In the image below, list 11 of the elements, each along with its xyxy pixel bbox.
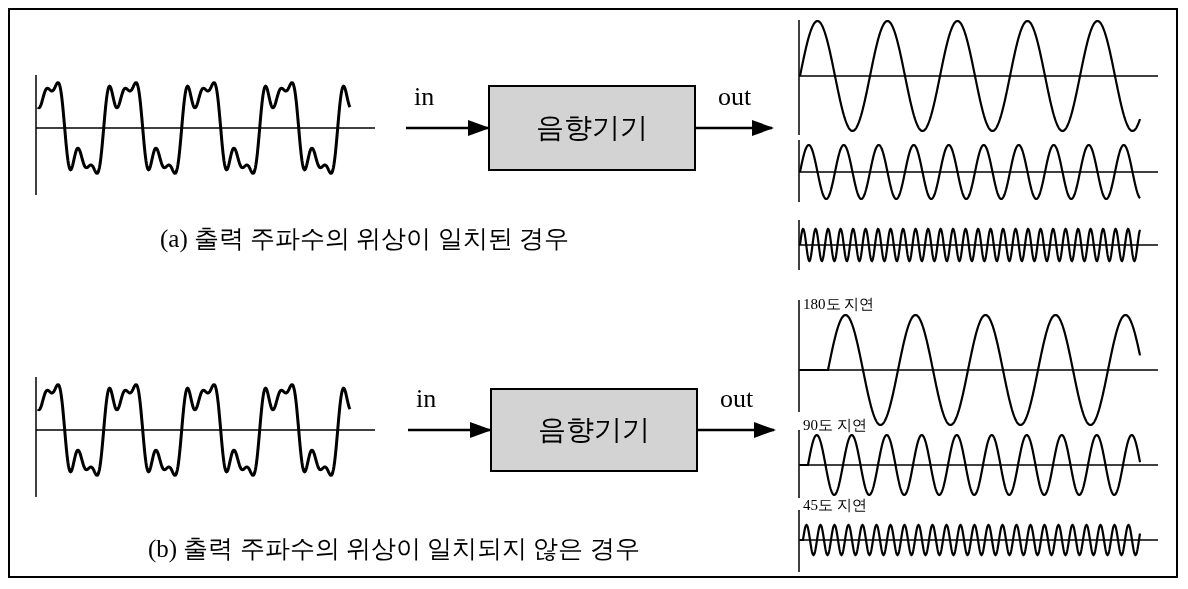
arrow	[406, 120, 490, 136]
phase-label: 180도 지연	[803, 297, 875, 312]
caption-text: (a) 출력 주파수의 위상이 일치된 경우	[160, 226, 569, 251]
caption-text: (b) 출력 주파수의 위상이 일치되지 않은 경우	[148, 536, 640, 561]
arrow	[696, 120, 774, 136]
arrow	[698, 422, 776, 438]
device-box: 음향기기	[490, 388, 698, 472]
device-box: 음향기기	[488, 85, 696, 171]
phase-label: 45도 지연	[803, 498, 867, 513]
phase-label: 90도 지연	[803, 418, 867, 433]
arrow	[408, 422, 492, 438]
